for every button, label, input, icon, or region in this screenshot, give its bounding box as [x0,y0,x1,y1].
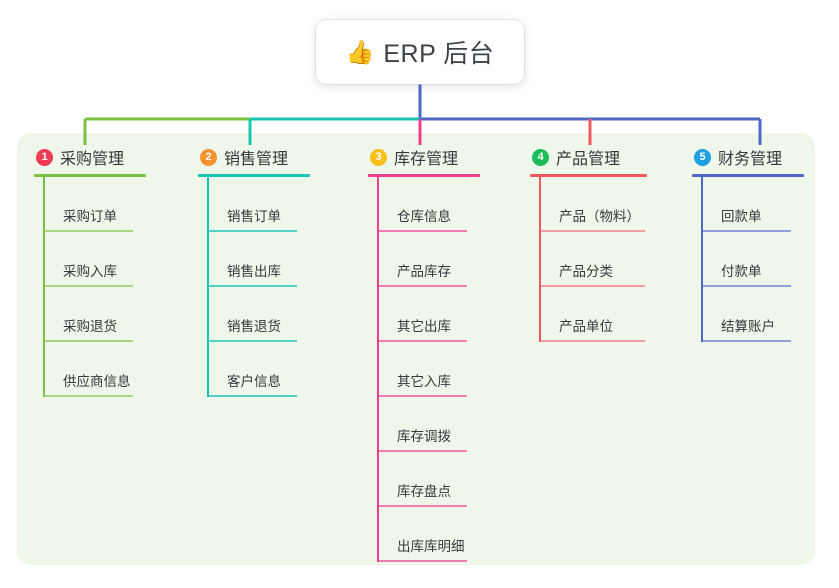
branch-item-label: 销售订单 [227,208,281,224]
thumbs-up-icon: 👍 [345,38,375,65]
branch-item-rule [703,340,791,342]
branch-column-1: 1 采购管理采购订单采购入库采购退货供应商信息 [34,145,184,397]
branch-item[interactable]: 产品（物料） [541,177,690,232]
branch-item-label: 销售出库 [227,263,281,279]
branch-item-label: 付款单 [721,263,762,279]
branch-item[interactable]: 结算账户 [703,287,839,342]
branch-badge-1: 1 [36,148,53,166]
branch-item-rule [209,230,297,232]
branch-item-rule [379,340,467,342]
branch-item-rule [541,340,645,342]
branch-item-label: 采购退货 [63,318,117,334]
branch-item-rule [541,230,645,232]
branch-item-rule [703,230,791,232]
branch-title-1: 采购管理 [60,151,125,168]
branch-badge-2: 2 [200,148,217,166]
branch-item-rule [379,285,467,287]
branch-item[interactable]: 产品分类 [541,232,690,287]
branch-item-rule [379,450,467,452]
branch-item[interactable]: 库存调拨 [379,397,518,452]
branch-item[interactable]: 销售订单 [209,177,348,232]
branch-item-label: 结算账户 [721,318,775,334]
branch-column-2: 2 销售管理销售订单销售出库销售退货客户信息 [198,145,348,397]
branch-underline-4 [530,174,647,177]
branch-item-label: 其它入库 [397,373,451,389]
branch-item-label: 仓库信息 [397,208,451,224]
branch-item-rule [209,395,297,397]
branch-column-5: 5 财务管理回款单付款单结算账户 [692,145,839,342]
branch-children-5: 回款单付款单结算账户 [701,177,839,342]
branch-title-2: 销售管理 [224,151,289,168]
branch-item[interactable]: 产品单位 [541,287,690,342]
branch-item-label: 产品库存 [397,263,451,279]
branch-item[interactable]: 采购订单 [45,177,184,232]
branch-title-5: 财务管理 [718,151,783,168]
branch-item-label: 产品（物料） [559,208,640,224]
branch-item[interactable]: 仓库信息 [379,177,518,232]
branch-item[interactable]: 付款单 [703,232,839,287]
branch-item-rule [209,340,297,342]
branch-item[interactable]: 销售出库 [209,232,348,287]
branch-item[interactable]: 其它出库 [379,287,518,342]
branch-underline-5 [692,174,804,177]
branch-children-1: 采购订单采购入库采购退货供应商信息 [43,177,184,397]
branch-item-label: 采购入库 [63,263,117,279]
branch-item-label: 产品分类 [559,263,613,279]
branch-underline-2 [198,174,310,177]
branch-item-rule [379,230,467,232]
branch-column-3: 3 库存管理仓库信息产品库存其它出库其它入库库存调拨库存盘点出库库明细 [368,145,518,562]
branch-title-3: 库存管理 [394,151,459,168]
branch-underline-3 [368,174,480,177]
branch-item[interactable]: 其它入库 [379,342,518,397]
branch-item[interactable]: 库存盘点 [379,452,518,507]
branch-item-rule [379,505,467,507]
branch-column-4: 4 产品管理产品（物料） 产品分类产品单位 [530,145,690,342]
branch-item-rule [45,230,133,232]
root-node[interactable]: 👍 ERP 后台 [316,20,524,84]
branch-item-label: 销售退货 [227,318,281,334]
branch-item-label: 产品单位 [559,318,613,334]
branch-item[interactable]: 销售退货 [209,287,348,342]
branch-item[interactable]: 采购退货 [45,287,184,342]
branch-item-label: 采购订单 [63,208,117,224]
branch-children-2: 销售订单销售出库销售退货客户信息 [207,177,348,397]
branch-title-4: 产品管理 [556,151,621,168]
branch-item-label: 出库库明细 [397,538,465,554]
branch-item-label: 其它出库 [397,318,451,334]
branch-item-label: 供应商信息 [63,373,131,389]
branch-badge-4: 4 [532,148,549,166]
branch-item-rule [703,285,791,287]
branch-item-rule [45,285,133,287]
root-title: ERP 后台 [383,40,495,68]
branch-item[interactable]: 回款单 [703,177,839,232]
branch-header-4[interactable]: 4 产品管理 [530,145,690,169]
branch-item-label: 回款单 [721,208,762,224]
branch-item[interactable]: 出库库明细 [379,507,518,562]
branch-item-rule [45,340,133,342]
branch-children-3: 仓库信息产品库存其它出库其它入库库存调拨库存盘点出库库明细 [377,177,518,562]
branch-item-label: 库存调拨 [397,428,451,444]
branch-item[interactable]: 客户信息 [209,342,348,397]
branch-header-1[interactable]: 1 采购管理 [34,145,184,169]
branch-item-label: 客户信息 [227,373,281,389]
branches-background-panel [17,133,815,565]
branch-item-label: 库存盘点 [397,483,451,499]
branch-header-3[interactable]: 3 库存管理 [368,145,518,169]
branch-item-rule [209,285,297,287]
branch-item-rule [541,285,645,287]
branch-badge-3: 3 [370,148,387,166]
branch-badge-5: 5 [694,148,711,166]
branch-item-rule [379,395,467,397]
branch-header-5[interactable]: 5 财务管理 [692,145,839,169]
branch-item[interactable]: 产品库存 [379,232,518,287]
branch-item-rule [45,395,133,397]
branch-item[interactable]: 供应商信息 [45,342,184,397]
branch-underline-1 [34,174,146,177]
branch-children-4: 产品（物料） 产品分类产品单位 [539,177,690,342]
branch-item[interactable]: 采购入库 [45,232,184,287]
branch-item-rule [379,560,467,562]
branch-header-2[interactable]: 2 销售管理 [198,145,348,169]
